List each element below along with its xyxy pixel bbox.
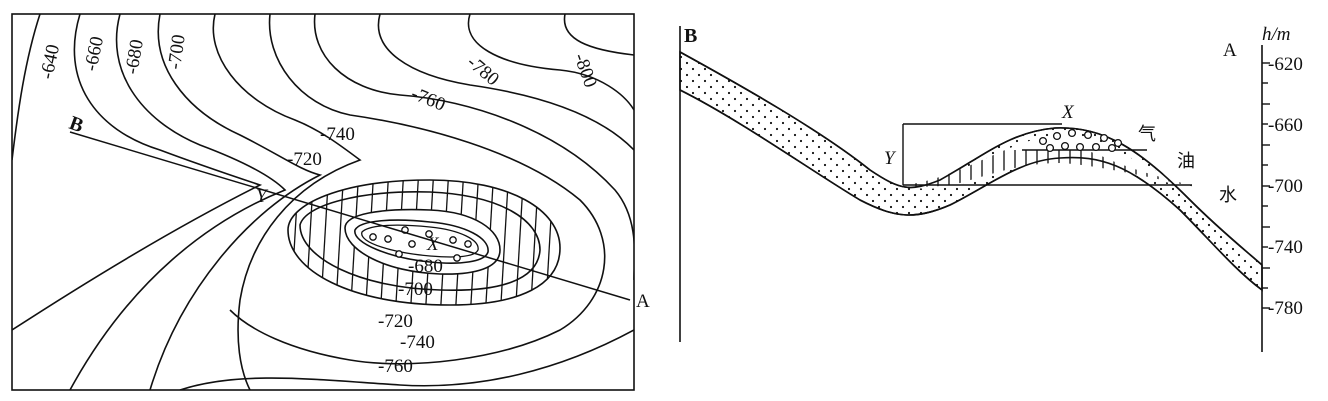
label-660: -660 xyxy=(80,35,108,73)
tick-740: -740 xyxy=(1268,237,1303,258)
gas-label: 气 xyxy=(1138,124,1156,145)
section-point-a: A xyxy=(1223,40,1237,61)
label-760-south: -760 xyxy=(378,356,413,377)
label-760: -760 xyxy=(408,83,448,116)
axis-unit: h/m xyxy=(1262,24,1291,45)
contour-700-closed xyxy=(299,191,541,292)
map-point-x: X xyxy=(426,234,440,255)
label-740: -740 xyxy=(320,124,355,145)
label-720: -720 xyxy=(287,149,322,170)
map-point-a: A xyxy=(636,291,650,312)
contour-lines xyxy=(12,14,634,390)
label-740-south: -740 xyxy=(400,332,435,353)
gas-markers xyxy=(369,226,472,262)
map-frame xyxy=(11,13,635,391)
section-gas-markers xyxy=(1038,128,1123,153)
contour-820 xyxy=(563,14,634,56)
contour-740-outer xyxy=(229,14,606,365)
label-700: -700 xyxy=(164,33,190,70)
contour-800 xyxy=(467,14,634,111)
oil-label: 油 xyxy=(1177,151,1195,172)
reservoir-top xyxy=(679,51,1263,266)
contour-700 xyxy=(149,14,323,390)
contour-640 xyxy=(12,14,41,161)
contour-map: -640 -660 -680 -700 -720 -740 -760 -780 … xyxy=(11,13,650,391)
label-700-inner: -700 xyxy=(398,279,433,300)
contour-680-closed xyxy=(344,208,501,275)
tick-780: -780 xyxy=(1268,298,1303,319)
contour-760-outer xyxy=(313,14,634,280)
water-label: 水 xyxy=(1219,185,1237,206)
tick-620: -620 xyxy=(1268,54,1303,75)
contour-660 xyxy=(12,14,263,331)
gas-oil-zone xyxy=(903,138,1195,189)
section-line xyxy=(69,131,631,301)
section-point-x: X xyxy=(1061,102,1075,123)
map-point-y: Y xyxy=(256,186,269,207)
map-point-b: B xyxy=(66,112,86,137)
cross-section: -620 -660 -700 -740 -780 h/m B A X Y 气 油… xyxy=(679,24,1303,352)
tick-660: -660 xyxy=(1268,115,1303,136)
axis-ticks xyxy=(1262,62,1270,309)
section-point-y: Y xyxy=(884,148,897,169)
label-800: -800 xyxy=(569,51,601,91)
label-680: -680 xyxy=(121,38,148,76)
contour-780 xyxy=(377,14,634,151)
label-680-inner: -680 xyxy=(408,256,443,277)
contour-680 xyxy=(69,14,287,390)
gas-zone-outline xyxy=(361,224,479,258)
label-720-south: -720 xyxy=(378,311,413,332)
contour-660-closed xyxy=(354,219,489,264)
contour-720-outer xyxy=(212,14,362,390)
contour-720-closed xyxy=(287,179,561,306)
contour-760-south xyxy=(179,329,634,390)
tick-700: -700 xyxy=(1268,176,1303,197)
section-point-b: B xyxy=(684,25,697,47)
label-640: -640 xyxy=(36,43,64,81)
reservoir-bottom xyxy=(679,89,1263,291)
